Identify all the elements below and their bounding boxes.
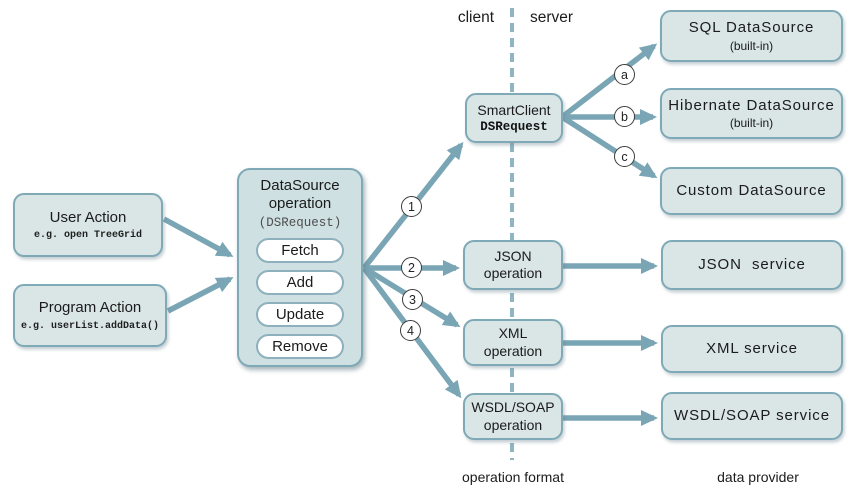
smartclient-title: SmartClient — [477, 101, 551, 118]
xml-service-title: XML service — [706, 339, 798, 357]
wsdl-service-title: WSDL/SOAP service — [674, 406, 830, 424]
box-hibernate-datasource: Hibernate DataSource (built-in) — [660, 88, 843, 139]
server-zone-label: server — [530, 9, 574, 26]
badge-c: c — [614, 146, 635, 167]
program-action-title: Program Action — [38, 299, 142, 317]
box-json-service: JSON service — [661, 240, 843, 290]
box-custom-datasource: Custom DataSource — [660, 167, 843, 215]
box-smartclient-dsrequest: SmartClient DSRequest — [465, 93, 563, 143]
smartclient-code: DSRequest — [480, 120, 548, 135]
box-wsdl-service: WSDL/SOAP service — [661, 392, 843, 440]
badge-1: 1 — [401, 196, 422, 217]
box-wsdl-operation: WSDL/SOAP operation — [463, 393, 563, 440]
arrow-program-action-to-datasource — [166, 276, 234, 314]
pill-add: Add — [256, 269, 344, 295]
datasource-operation-code: (DSRequest) — [258, 215, 342, 230]
arrow-user-action-to-datasource — [162, 216, 234, 258]
box-json-operation: JSON operation — [463, 240, 563, 290]
client-zone-label: client — [457, 9, 494, 26]
user-action-code: e.g. open TreeGrid — [33, 230, 143, 242]
box-xml-service: XML service — [661, 325, 843, 373]
badge-b: b — [614, 106, 635, 127]
pill-fetch: Fetch — [256, 237, 344, 263]
arrow-c-to-custom-datasource — [560, 114, 658, 179]
data-provider-label: data provider — [717, 469, 799, 485]
box-sql-datasource: SQL DataSource (built-in) — [660, 10, 843, 62]
badge-4: 4 — [400, 320, 421, 341]
datasource-operation-title: DataSource operation — [260, 177, 340, 213]
user-action-title: User Action — [49, 208, 127, 226]
sql-datasource-title: SQL DataSource — [688, 19, 815, 37]
pill-update: Update — [256, 301, 344, 327]
box-program-action: Program Action e.g. userList.addData() — [13, 284, 167, 347]
hibernate-datasource-title: Hibernate DataSource — [668, 96, 835, 114]
sql-datasource-subtitle: (built-in) — [729, 38, 774, 53]
xml-operation-title: XML operation — [483, 325, 543, 359]
box-user-action: User Action e.g. open TreeGrid — [13, 193, 163, 257]
badge-2: 2 — [401, 257, 422, 278]
pill-remove: Remove — [256, 333, 344, 359]
arrow-a-to-sql-datasource — [560, 43, 658, 120]
box-datasource-operation: DataSource operation (DSRequest) Fetch A… — [237, 168, 363, 367]
box-xml-operation: XML operation — [463, 319, 563, 366]
operation-format-label: operation format — [462, 469, 564, 485]
wsdl-operation-title: WSDL/SOAP operation — [471, 399, 555, 433]
badge-a: a — [614, 64, 635, 85]
badge-3: 3 — [402, 289, 423, 310]
program-action-code: e.g. userList.addData() — [20, 320, 160, 332]
json-service-title: JSON service — [698, 255, 806, 273]
custom-datasource-title: Custom DataSource — [676, 181, 827, 199]
json-operation-title: JSON operation — [483, 247, 543, 281]
hibernate-datasource-subtitle: (built-in) — [729, 116, 774, 131]
